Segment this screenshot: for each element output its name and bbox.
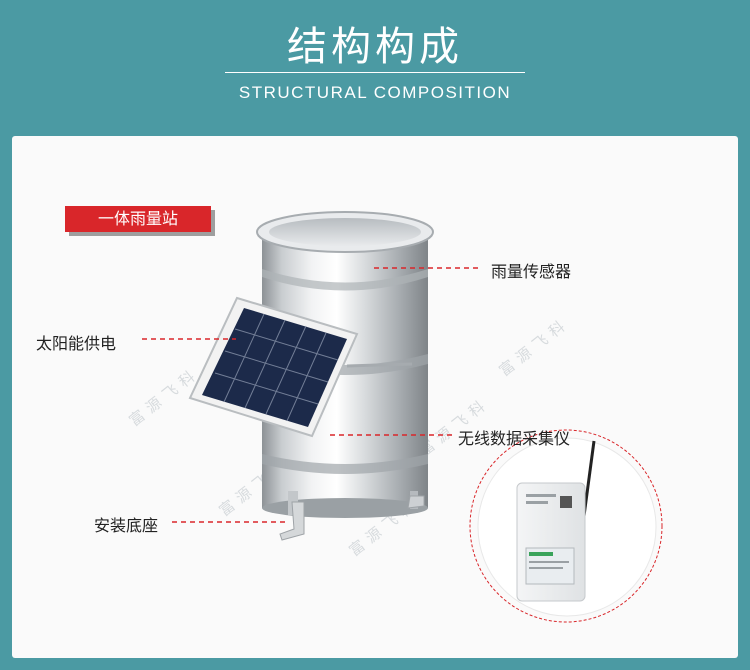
label-collector: 无线数据采集仪 <box>458 429 571 448</box>
content-panel: 富源飞科 富源飞科 富源飞科 富源飞科 富源飞科 富源飞科 一体雨量站 <box>12 136 738 658</box>
product-illustration <box>142 211 663 623</box>
label-rain-sensor: 雨量传感器 <box>491 262 572 281</box>
solar-panel <box>188 296 413 438</box>
page-subtitle: STRUCTURAL COMPOSITION <box>238 83 512 102</box>
label-solar: 太阳能供电 <box>36 334 117 353</box>
header: 结构构成 STRUCTURAL COMPOSITION <box>0 0 750 128</box>
data-collector <box>469 429 663 623</box>
page-title: 结构构成 <box>287 24 463 70</box>
leader-lines <box>142 267 482 523</box>
label-base: 安装底座 <box>94 516 159 535</box>
product-tag: 一体雨量站 <box>65 206 211 232</box>
title-divider <box>225 72 525 73</box>
